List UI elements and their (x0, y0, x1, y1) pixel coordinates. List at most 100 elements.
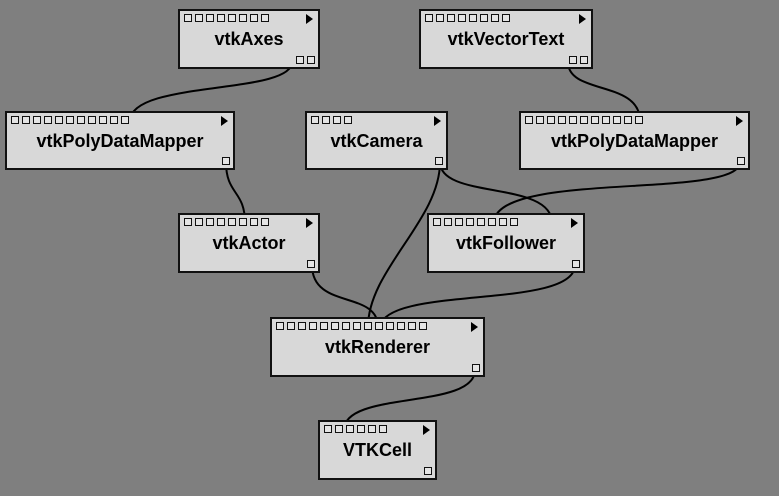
input-port[interactable] (239, 14, 247, 22)
input-port[interactable] (217, 218, 225, 226)
input-port[interactable] (121, 116, 129, 124)
input-port[interactable] (375, 322, 383, 330)
module-vtkpolydatamapper-right[interactable]: vtkPolyDataMapper (519, 111, 750, 170)
input-port[interactable] (324, 425, 332, 433)
expand-arrow-icon[interactable] (471, 322, 478, 332)
expand-arrow-icon[interactable] (306, 14, 313, 24)
input-port[interactable] (536, 116, 544, 124)
input-port[interactable] (342, 322, 350, 330)
input-port[interactable] (353, 322, 361, 330)
input-port[interactable] (613, 116, 621, 124)
input-port[interactable] (250, 218, 258, 226)
input-port[interactable] (228, 14, 236, 22)
output-port[interactable] (569, 56, 577, 64)
expand-arrow-icon[interactable] (579, 14, 586, 24)
input-port[interactable] (335, 425, 343, 433)
input-port[interactable] (66, 116, 74, 124)
input-port[interactable] (311, 116, 319, 124)
input-port[interactable] (287, 322, 295, 330)
input-port[interactable] (569, 116, 577, 124)
input-port[interactable] (502, 14, 510, 22)
input-port[interactable] (250, 14, 258, 22)
input-port[interactable] (469, 14, 477, 22)
module-vtkcamera[interactable]: vtkCamera (305, 111, 448, 170)
input-port[interactable] (261, 218, 269, 226)
input-port[interactable] (11, 116, 19, 124)
output-port[interactable] (580, 56, 588, 64)
input-port[interactable] (44, 116, 52, 124)
input-port[interactable] (320, 322, 328, 330)
input-port[interactable] (455, 218, 463, 226)
input-port[interactable] (580, 116, 588, 124)
expand-arrow-icon[interactable] (423, 425, 430, 435)
input-port[interactable] (525, 116, 533, 124)
input-port[interactable] (591, 116, 599, 124)
input-port[interactable] (357, 425, 365, 433)
input-port[interactable] (480, 14, 488, 22)
input-port[interactable] (261, 14, 269, 22)
module-vtkcell[interactable]: VTKCell (318, 420, 437, 480)
module-vtkfollower[interactable]: vtkFollower (427, 213, 585, 273)
input-port[interactable] (558, 116, 566, 124)
input-port[interactable] (331, 322, 339, 330)
input-port[interactable] (444, 218, 452, 226)
input-port[interactable] (477, 218, 485, 226)
input-port[interactable] (346, 425, 354, 433)
input-port[interactable] (322, 116, 330, 124)
module-vtkpolydatamapper-left[interactable]: vtkPolyDataMapper (5, 111, 235, 170)
input-port[interactable] (239, 218, 247, 226)
output-port[interactable] (472, 364, 480, 372)
input-port[interactable] (635, 116, 643, 124)
input-port[interactable] (499, 218, 507, 226)
input-port[interactable] (491, 14, 499, 22)
input-port[interactable] (624, 116, 632, 124)
input-port[interactable] (602, 116, 610, 124)
input-port[interactable] (195, 14, 203, 22)
input-port[interactable] (99, 116, 107, 124)
module-vtkactor[interactable]: vtkActor (178, 213, 320, 273)
input-port[interactable] (184, 14, 192, 22)
input-port[interactable] (77, 116, 85, 124)
input-port[interactable] (195, 218, 203, 226)
input-port[interactable] (436, 14, 444, 22)
input-port[interactable] (408, 322, 416, 330)
input-port[interactable] (110, 116, 118, 124)
input-port[interactable] (419, 322, 427, 330)
expand-arrow-icon[interactable] (221, 116, 228, 126)
input-port[interactable] (510, 218, 518, 226)
output-port[interactable] (307, 260, 315, 268)
input-port[interactable] (206, 218, 214, 226)
input-port[interactable] (276, 322, 284, 330)
expand-arrow-icon[interactable] (571, 218, 578, 228)
input-port[interactable] (488, 218, 496, 226)
output-port[interactable] (572, 260, 580, 268)
output-port[interactable] (222, 157, 230, 165)
module-vtkaxes[interactable]: vtkAxes (178, 9, 320, 69)
output-port[interactable] (307, 56, 315, 64)
input-port[interactable] (397, 322, 405, 330)
output-port[interactable] (424, 467, 432, 475)
input-port[interactable] (547, 116, 555, 124)
module-vtkrenderer[interactable]: vtkRenderer (270, 317, 485, 377)
expand-arrow-icon[interactable] (306, 218, 313, 228)
input-port[interactable] (88, 116, 96, 124)
input-port[interactable] (458, 14, 466, 22)
input-port[interactable] (447, 14, 455, 22)
input-port[interactable] (368, 425, 376, 433)
input-port[interactable] (228, 218, 236, 226)
expand-arrow-icon[interactable] (434, 116, 441, 126)
output-port[interactable] (737, 157, 745, 165)
input-port[interactable] (379, 425, 387, 433)
output-port[interactable] (435, 157, 443, 165)
input-port[interactable] (466, 218, 474, 226)
input-port[interactable] (206, 14, 214, 22)
input-port[interactable] (386, 322, 394, 330)
input-port[interactable] (184, 218, 192, 226)
input-port[interactable] (217, 14, 225, 22)
input-port[interactable] (298, 322, 306, 330)
expand-arrow-icon[interactable] (736, 116, 743, 126)
input-port[interactable] (425, 14, 433, 22)
input-port[interactable] (33, 116, 41, 124)
input-port[interactable] (22, 116, 30, 124)
